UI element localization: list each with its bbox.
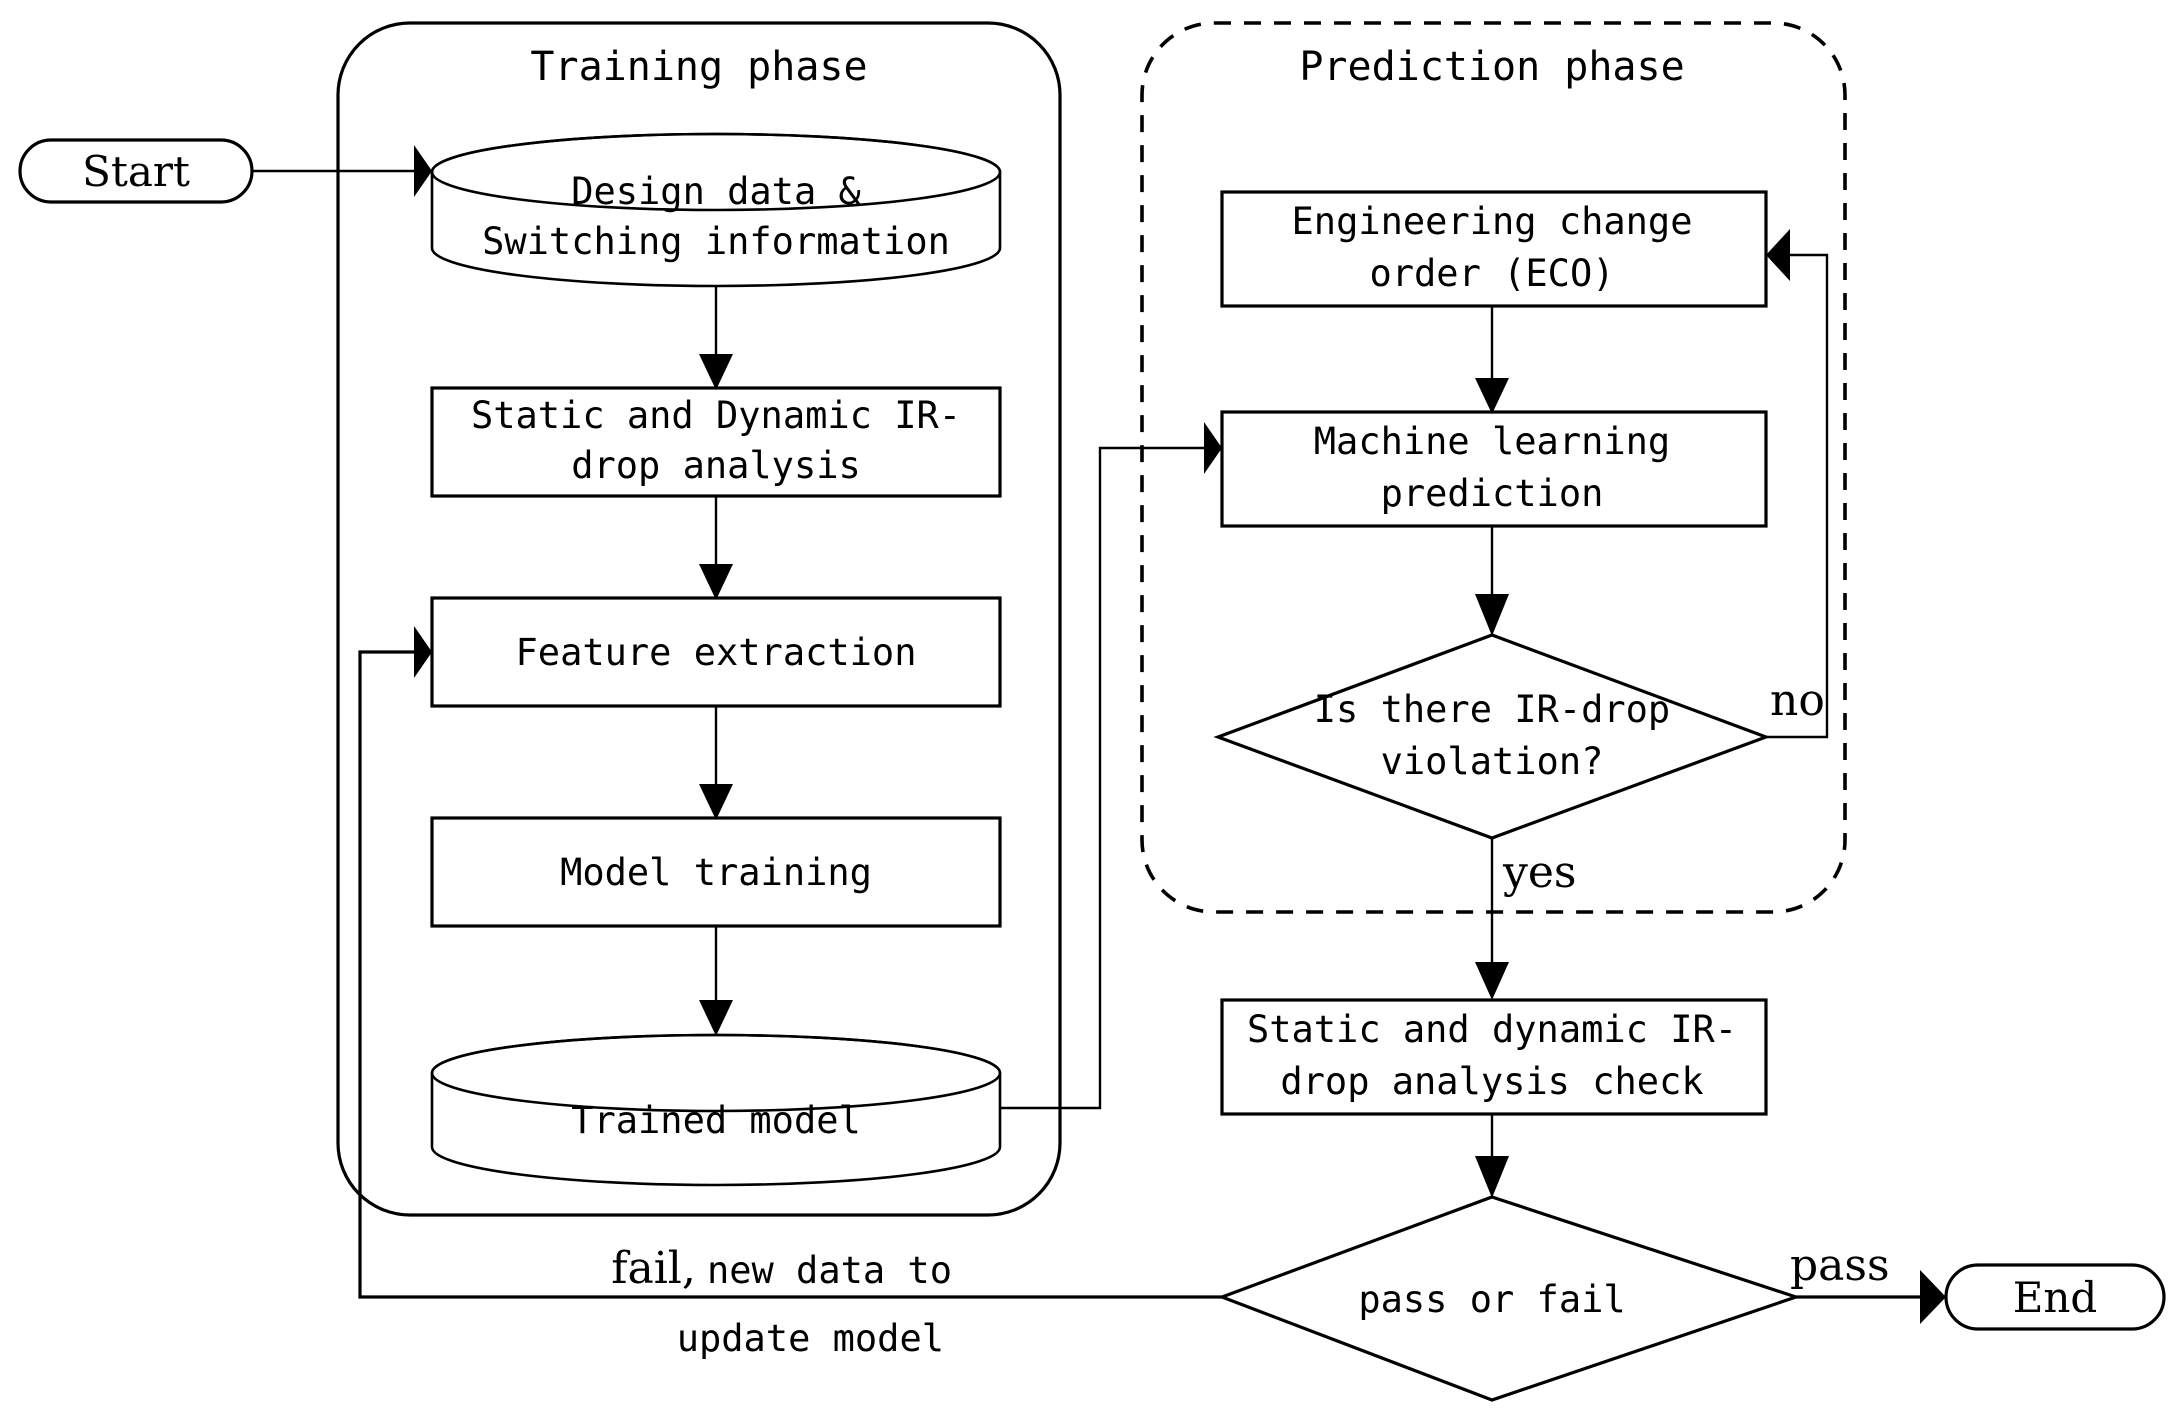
eco-label-line1: Engineering change	[1292, 200, 1693, 243]
edge-ml-prediction-to-violation	[1475, 526, 1509, 636]
prediction-phase-label: Prediction phase	[1299, 44, 1684, 90]
start-node-label: Start	[82, 147, 190, 196]
machine-learning-prediction-node[interactable]	[1220, 410, 1768, 528]
edge-eco-to-ml-prediction	[1475, 306, 1509, 414]
trained-model-label: Trained model	[571, 1099, 861, 1142]
edge-label-fail-line2: update model	[677, 1317, 944, 1360]
end-node-label: End	[2013, 1273, 2098, 1322]
edge-check-to-pass-or-fail	[1475, 1114, 1509, 1198]
static-dynamic-analysis-label-line1: Static and Dynamic IR-	[471, 394, 961, 437]
edge-fail-to-feature-extraction	[358, 626, 1222, 1299]
pass-or-fail-label: pass or fail	[1358, 1278, 1625, 1321]
edge-pass-to-end	[1796, 1270, 1946, 1324]
design-data-label-line2: Switching information	[482, 220, 950, 263]
edge-label-yes: yes	[1502, 847, 1576, 898]
static-dynamic-analysis-label-line2: drop analysis	[571, 444, 861, 487]
edge-label-fail-bold: fail,	[611, 1243, 696, 1294]
model-training-label: Model training	[560, 851, 872, 894]
edge-design-to-analysis	[699, 286, 733, 390]
edge-violation-yes-to-check	[1475, 838, 1509, 1000]
ml-prediction-label-line1: Machine learning	[1314, 420, 1670, 463]
edge-feature-to-model-training	[699, 706, 733, 820]
feature-extraction-label: Feature extraction	[516, 631, 917, 674]
edge-label-fail-rest: new data to	[707, 1249, 952, 1292]
training-phase-label: Training phase	[530, 44, 867, 90]
is-there-ir-drop-violation-node[interactable]	[1213, 633, 1771, 840]
design-data-label-line1: Design data &	[571, 170, 861, 213]
static-dynamic-ir-drop-analysis-check-node[interactable]	[1220, 998, 1768, 1116]
edge-trained-model-to-ml-prediction	[1000, 422, 1222, 1110]
edge-label-no: no	[1770, 675, 1825, 726]
edge-violation-no-to-eco	[1766, 229, 1829, 739]
edge-model-training-to-trained-model	[699, 926, 733, 1036]
analysis-check-label-line1: Static and dynamic IR-	[1247, 1008, 1737, 1051]
violation-label-line1: Is there IR-drop	[1314, 688, 1670, 731]
edge-label-pass: pass	[1790, 1240, 1890, 1291]
edge-label-fail-line1: fail, new data to	[611, 1243, 952, 1294]
prediction-phase-group	[1140, 21, 1847, 914]
edge-start-to-design	[252, 145, 432, 197]
edge-analysis-to-feature	[699, 496, 733, 600]
eco-label-line2: order (ECO)	[1369, 252, 1614, 295]
training-phase-group	[336, 21, 1062, 1217]
engineering-change-order-node[interactable]	[1220, 190, 1768, 308]
analysis-check-label-line2: drop analysis check	[1280, 1060, 1703, 1103]
pass-or-fail-node[interactable]	[1217, 1195, 1802, 1402]
violation-label-line2: violation?	[1381, 740, 1604, 783]
ml-prediction-label-line2: prediction	[1381, 472, 1604, 515]
design-data-node[interactable]	[430, 132, 1002, 288]
